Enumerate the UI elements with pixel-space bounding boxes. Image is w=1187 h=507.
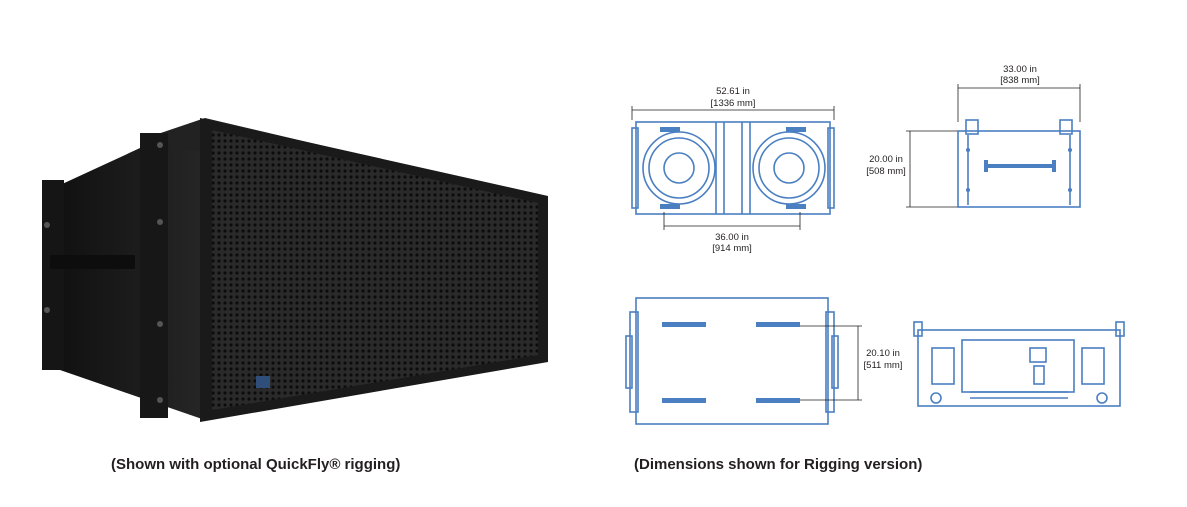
front-rigging-bracket (140, 133, 168, 418)
side-depth-mm: [838 mm] (1000, 75, 1040, 86)
left-rigging-bracket (42, 180, 64, 370)
speaker-grille (212, 130, 538, 410)
front-width-in: 52.61 in (716, 86, 750, 97)
rear-view-drawing (913, 321, 1125, 407)
logo-badge (256, 376, 270, 388)
front-view-drawing: 52.61 in [1336 mm] 36.00 in [914 mm] (631, 86, 835, 254)
top-depth-mm: [511 mm] (864, 360, 903, 371)
dimensions-caption: (Dimensions shown for Rigging version) (634, 456, 923, 473)
front-inner-mm: [914 mm] (712, 243, 752, 254)
front-inner-in: 36.00 in (715, 232, 749, 243)
side-height-in: 20.00 in (869, 154, 903, 165)
side-view-drawing: 33.00 in [838 mm] 20.00 in [508 mm] (866, 64, 1081, 208)
top-view-drawing: 20.10 in [511 mm] (625, 297, 903, 425)
speaker-photo (42, 118, 548, 422)
handle-bar (50, 255, 135, 269)
top-depth-in: 20.10 in (866, 348, 900, 359)
side-height-mm: [508 mm] (866, 166, 906, 177)
photo-caption: (Shown with optional QuickFly® rigging) (111, 456, 401, 473)
side-depth-in: 33.00 in (1003, 64, 1037, 75)
front-width-mm: [1336 mm] (711, 98, 756, 109)
